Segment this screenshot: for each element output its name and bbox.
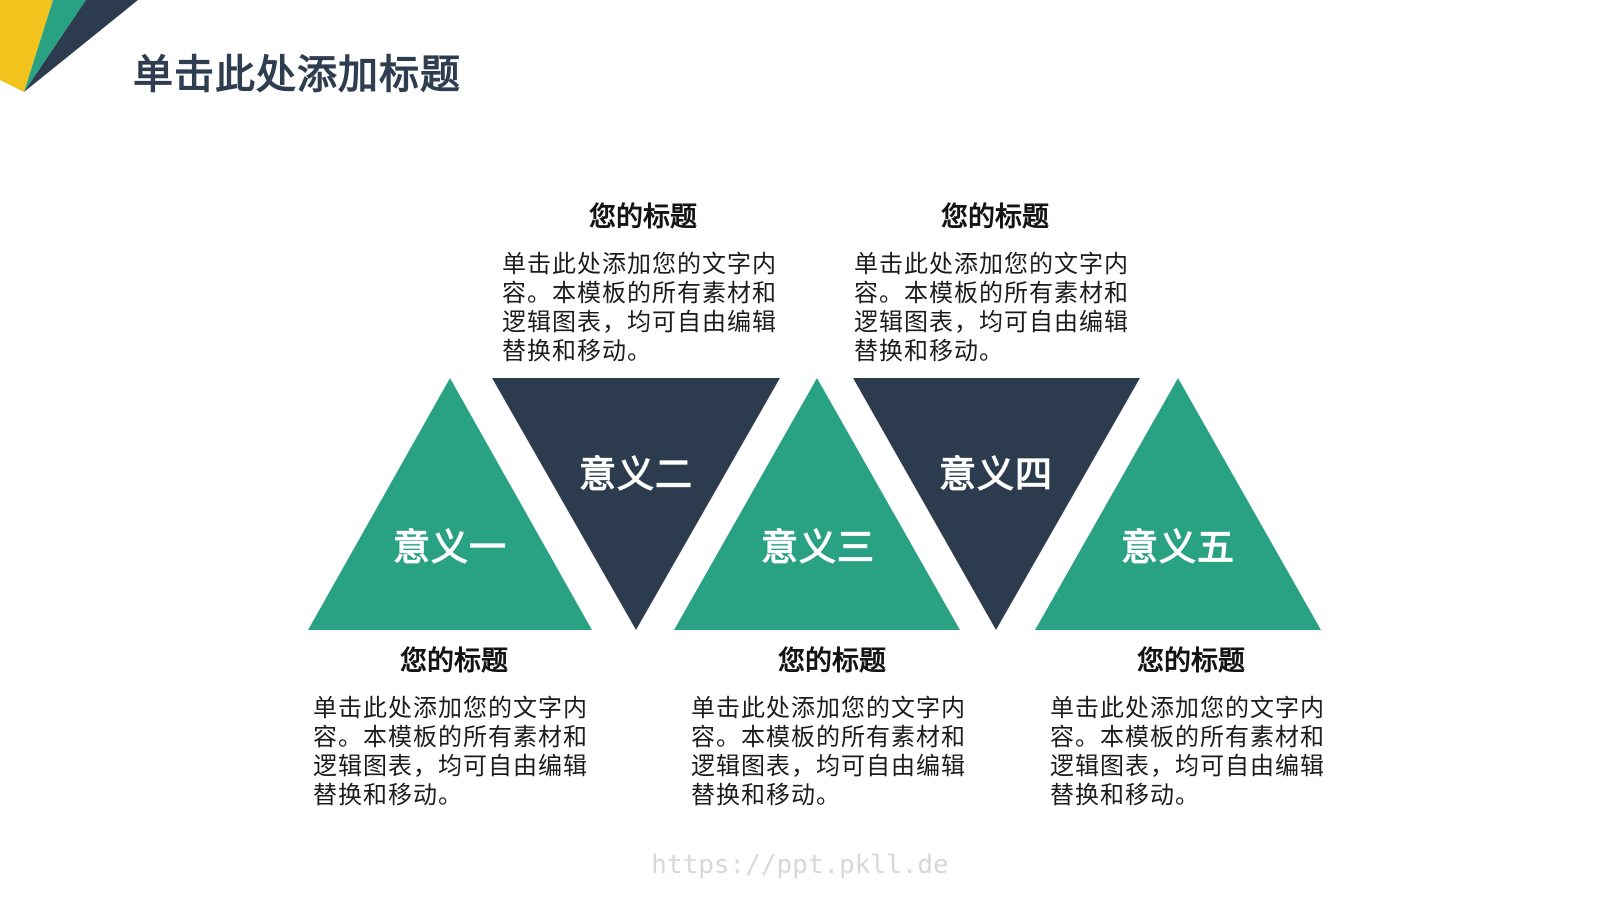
triangle-label-4: 意义四 [939, 454, 1053, 495]
text-block-bottom-2-heading: 您的标题 [778, 646, 886, 676]
diagram-triangle-1-up [308, 378, 592, 630]
page-title: 单击此处添加标题 [133, 53, 461, 97]
triangle-label-1: 意义一 [393, 527, 507, 568]
diagram-triangle-5-up [1035, 378, 1321, 630]
text-block-bottom-3-heading: 您的标题 [1137, 646, 1245, 676]
text-block-bottom-2-body: 单击此处添加您的文字内 容。本模板的所有素材和 逻辑图表，均可自由编辑 替换和移… [691, 695, 966, 809]
corner-yellow-triangle-icon [0, 0, 53, 92]
diagram-triangle-3-up [674, 378, 960, 630]
text-block-bottom-2: 您的标题 单击此处添加您的文字内 容。本模板的所有素材和 逻辑图表，均可自由编辑… [691, 645, 991, 810]
triangle-label-5: 意义五 [1121, 527, 1235, 568]
text-block-top-1-body: 单击此处添加您的文字内 容。本模板的所有素材和 逻辑图表，均可自由编辑 替换和移… [502, 251, 777, 365]
text-block-top-2-heading: 您的标题 [941, 202, 1049, 232]
text-block-top-2: 您的标题 单击此处添加您的文字内 容。本模板的所有素材和 逻辑图表，均可自由编辑… [854, 201, 1154, 366]
watermark-url: https://ppt.pkll.de [651, 850, 949, 880]
triangle-label-3: 意义三 [761, 527, 875, 568]
diagram-triangle-2-down [492, 378, 780, 630]
text-block-bottom-3: 您的标题 单击此处添加您的文字内 容。本模板的所有素材和 逻辑图表，均可自由编辑… [1050, 645, 1350, 810]
text-block-top-1-heading: 您的标题 [589, 202, 697, 232]
text-block-top-1: 您的标题 单击此处添加您的文字内 容。本模板的所有素材和 逻辑图表，均可自由编辑… [502, 201, 802, 366]
text-block-bottom-3-body: 单击此处添加您的文字内 容。本模板的所有素材和 逻辑图表，均可自由编辑 替换和移… [1050, 695, 1325, 809]
text-block-bottom-1-body: 单击此处添加您的文字内 容。本模板的所有素材和 逻辑图表，均可自由编辑 替换和移… [313, 695, 588, 809]
triangle-label-2: 意义二 [579, 454, 693, 495]
text-block-bottom-1-heading: 您的标题 [400, 646, 508, 676]
text-block-bottom-1: 您的标题 单击此处添加您的文字内 容。本模板的所有素材和 逻辑图表，均可自由编辑… [313, 645, 613, 810]
diagram-triangle-4-down [853, 378, 1140, 630]
corner-green-triangle-icon [24, 0, 86, 92]
text-block-top-2-body: 单击此处添加您的文字内 容。本模板的所有素材和 逻辑图表，均可自由编辑 替换和移… [854, 251, 1129, 365]
corner-navy-triangle-icon [24, 0, 138, 92]
